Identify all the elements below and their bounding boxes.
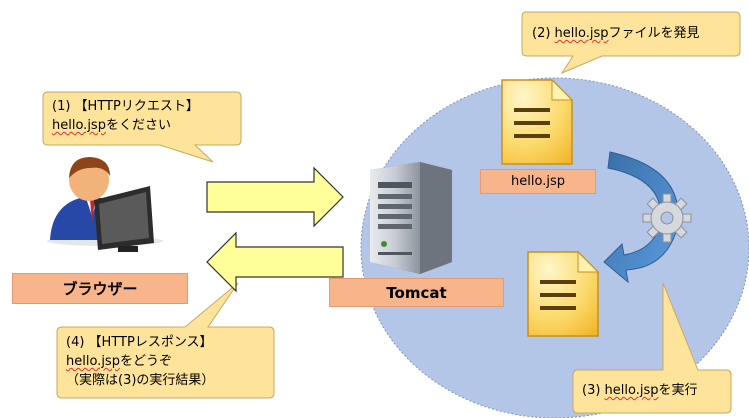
callout-request-text: (1) 【HTTPリクエスト】 hello.jspをください — [52, 97, 199, 135]
response-arrow — [206, 231, 344, 293]
jsp-file-label: hello.jsp — [480, 169, 596, 194]
discover-rest: ファイルを発見 — [608, 26, 700, 41]
request-rest: をください — [105, 118, 171, 133]
user-at-computer-icon — [47, 157, 163, 252]
process-arrow — [603, 151, 679, 284]
callout-request-shape — [42, 91, 242, 163]
callout-discover-text: (2) hello.jspファイルを発見 — [532, 24, 700, 43]
discover-filename: hello.jsp — [554, 26, 609, 41]
request-arrow — [206, 166, 344, 228]
execute-prefix: (3) — [582, 383, 605, 398]
result-document-icon — [527, 250, 600, 337]
execute-rest: を実行 — [658, 383, 698, 398]
discover-prefix: (2) — [532, 26, 555, 41]
callout-response-shape — [56, 282, 275, 399]
request-filename: hello.jsp — [52, 118, 106, 133]
request-line1: (1) 【HTTPリクエスト】 — [52, 99, 199, 114]
callout-execute-text: (3) hello.jspを実行 — [582, 381, 698, 400]
execute-filename: hello.jsp — [604, 383, 659, 398]
callout-execute-shape — [572, 282, 732, 414]
callout-response-text: (4) 【HTTPレスポンス】 hello.jspをどうぞ （実際は(3)の実行… — [66, 333, 214, 390]
server-label: Tomcat — [329, 278, 504, 307]
tomcat-circle — [360, 77, 749, 418]
jsp-document-icon — [501, 78, 574, 165]
response-rest: をどうぞ — [119, 354, 172, 369]
server-tower-icon — [370, 162, 452, 274]
response-line3: （実際は(3)の実行結果） — [66, 373, 215, 388]
callout-discover-shape — [521, 11, 741, 75]
browser-label: ブラウザー — [12, 273, 188, 304]
gear-icon — [642, 193, 692, 243]
response-filename: hello.jsp — [66, 354, 120, 369]
response-line1: (4) 【HTTPレスポンス】 — [66, 335, 213, 350]
